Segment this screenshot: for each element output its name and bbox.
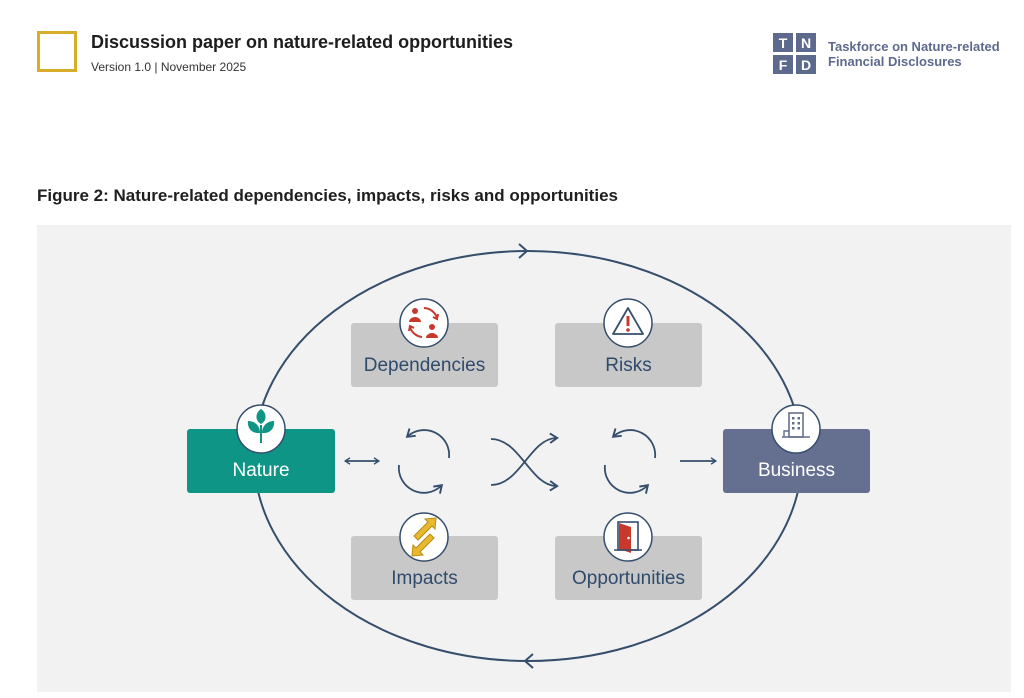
right-cycle-icon xyxy=(603,428,657,494)
outer-cycle xyxy=(253,250,803,662)
outer-cycle-arrow-bottom xyxy=(523,653,534,669)
figure-title: Figure 2: Nature-related dependencies, i… xyxy=(37,186,618,205)
outer-cycle-arrow-top xyxy=(518,243,529,259)
logo-letter-n: N xyxy=(796,33,816,52)
business-label: Business xyxy=(758,460,835,481)
door-icon xyxy=(603,512,653,562)
tnfd-logo: T N F D xyxy=(773,33,817,75)
nature-label: Nature xyxy=(232,460,289,481)
opportunities-box xyxy=(555,536,702,600)
logo-letter-d: D xyxy=(796,55,816,74)
people-cycle-icon xyxy=(399,298,449,348)
risks-label: Risks xyxy=(605,355,651,376)
logo-letter-f: F xyxy=(773,55,793,74)
organization-name-line2: Financial Disclosures xyxy=(828,54,962,69)
leaf-icon xyxy=(236,404,286,454)
impacts-box xyxy=(351,536,498,600)
organization-name: Taskforce on Nature-related Financial Di… xyxy=(828,39,1000,69)
opportunities-label: Opportunities xyxy=(572,568,685,589)
left-cycle-icon xyxy=(397,428,451,494)
crossing-arrows-icon xyxy=(490,432,559,492)
document-version: Version 1.0 | November 2025 xyxy=(91,60,247,74)
document-title: Discussion paper on nature-related oppor… xyxy=(91,32,514,52)
dependencies-label: Dependencies xyxy=(364,355,485,376)
impacts-label: Impacts xyxy=(391,568,458,589)
arrows-icon xyxy=(399,512,449,562)
dependencies-box xyxy=(351,323,498,387)
risks-box xyxy=(555,323,702,387)
building-icon xyxy=(771,404,821,454)
logo-letter-t: T xyxy=(773,33,793,52)
warning-icon xyxy=(603,298,653,348)
business-box xyxy=(723,429,870,493)
nature-box xyxy=(187,429,335,493)
organization-name-line1: Taskforce on Nature-related xyxy=(828,39,1000,54)
document-logo-square xyxy=(37,31,77,72)
